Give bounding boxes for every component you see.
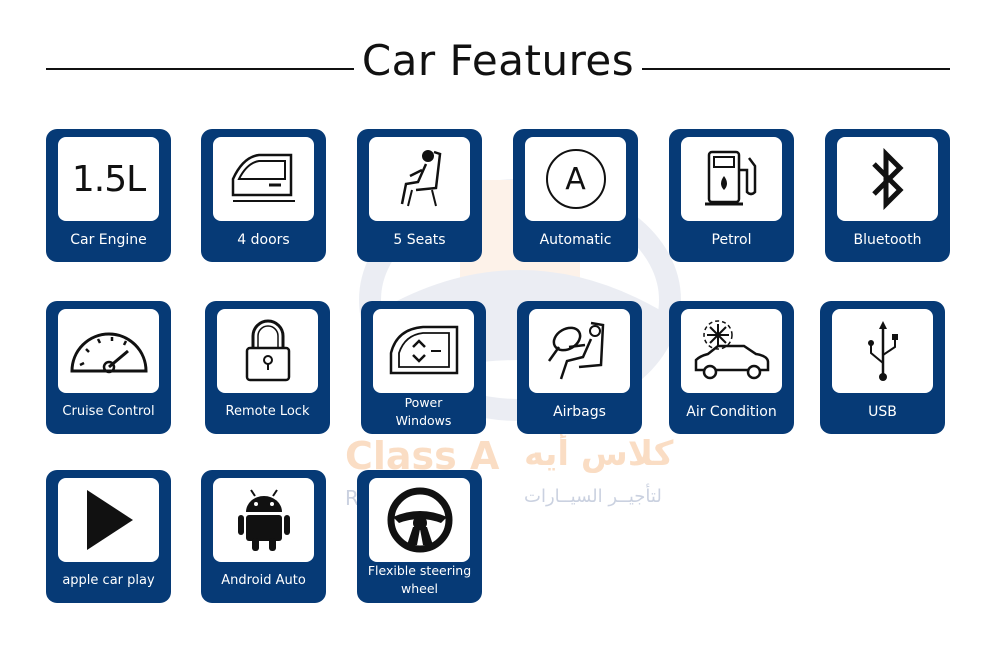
steering-wheel-icon <box>387 487 452 553</box>
feature-tile-air-condition: Air Condition <box>669 301 794 434</box>
feature-label: apple car play <box>62 572 155 588</box>
feature-tile-seats: 5 Seats <box>357 129 482 262</box>
fuel-pump-icon <box>704 150 756 206</box>
automatic-letter: A <box>565 161 586 197</box>
speedometer-icon <box>69 332 148 374</box>
play-icon <box>86 490 133 550</box>
feature-label: Flexible steering wheel <box>367 562 472 596</box>
watermark-tagline-ar: لتأجيــر السيــارات <box>524 486 662 507</box>
bluetooth-icon <box>871 148 904 210</box>
automatic-transmission-icon: A <box>545 149 606 209</box>
feature-tile-steering-wheel: Flexible steering wheel <box>357 470 482 603</box>
feature-label: Airbags <box>553 403 606 420</box>
feature-tile-bluetooth: Bluetooth <box>825 129 950 262</box>
feature-tile-remote-lock: Remote Lock <box>205 301 330 434</box>
feature-label: 5 Seats <box>393 231 446 248</box>
android-icon <box>237 489 290 551</box>
feature-tile-car-engine: 1.5L Car Engine <box>46 129 171 262</box>
air-condition-icon <box>694 320 769 380</box>
title-rule-right <box>642 68 950 70</box>
feature-label: Android Auto <box>221 572 306 588</box>
feature-tile-usb: USB <box>820 301 945 434</box>
title-rule-left <box>46 68 354 70</box>
padlock-icon <box>245 319 290 382</box>
car-door-icon <box>231 153 295 202</box>
title-row: Car Features <box>0 0 996 130</box>
feature-tile-doors: 4 doors <box>201 129 326 262</box>
feature-tile-android-auto: Android Auto <box>201 470 326 603</box>
usb-icon <box>867 321 898 381</box>
power-window-icon <box>389 325 458 375</box>
page-title: Car Features <box>361 36 635 85</box>
feature-tile-cruise-control: Cruise Control <box>46 301 171 434</box>
seat-icon <box>400 150 441 207</box>
feature-label: Cruise Control <box>62 403 155 419</box>
feature-tile-petrol: Petrol <box>669 129 794 262</box>
feature-tile-power-windows: Power Windows <box>361 301 486 434</box>
feature-label: 4 doors <box>237 231 290 248</box>
feature-label: Car Engine <box>70 231 147 248</box>
feature-label: Bluetooth <box>853 231 922 248</box>
feature-label: Air Condition <box>686 403 777 420</box>
feature-label: Power Windows <box>395 394 452 428</box>
feature-label: Automatic <box>539 231 612 248</box>
airbag-icon <box>547 321 604 380</box>
engine-1-5l-icon: 1.5L <box>71 158 146 200</box>
feature-tile-automatic: A Automatic <box>513 129 638 262</box>
feature-label: USB <box>868 403 897 420</box>
watermark-brand-ar: كلاس أيه <box>524 434 674 474</box>
feature-tile-apple-car-play: apple car play <box>46 470 171 603</box>
feature-tile-airbags: Airbags <box>517 301 642 434</box>
feature-label: Remote Lock <box>225 403 310 419</box>
feature-label: Petrol <box>711 231 752 248</box>
